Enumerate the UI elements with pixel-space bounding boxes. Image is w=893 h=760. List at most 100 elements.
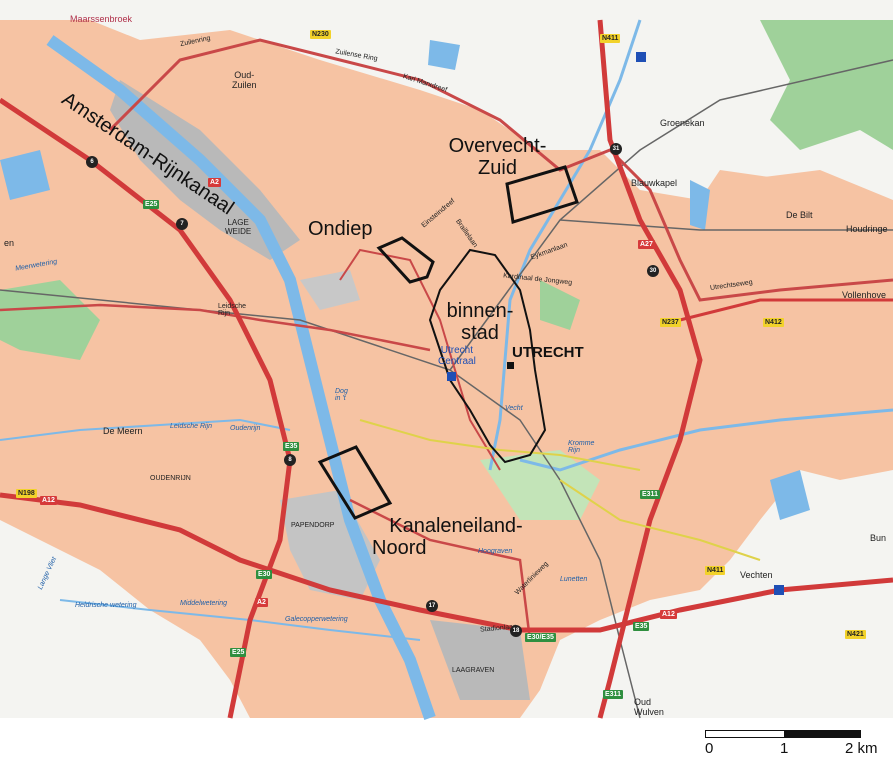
label-station: Utrecht Centraal bbox=[438, 345, 476, 367]
outline-kanaleneiland-noord bbox=[317, 445, 393, 520]
city-center-marker bbox=[507, 362, 514, 369]
inner-ring-west bbox=[339, 248, 501, 471]
green-area-c bbox=[540, 280, 580, 330]
shield-e25-south: E25 bbox=[230, 648, 247, 657]
station-icon bbox=[447, 372, 456, 381]
shield-e25: E25 bbox=[143, 200, 160, 209]
label-kanaleneiland-line1: Kanaleneiland- bbox=[389, 515, 523, 537]
green-area-w bbox=[0, 280, 100, 360]
shield-n421: N421 bbox=[845, 630, 866, 639]
scale-tick-0: 0 bbox=[705, 740, 714, 757]
exit-marker: 7 bbox=[176, 218, 188, 230]
label-groenekan: Groenekan bbox=[660, 118, 705, 128]
motorway-a2 bbox=[0, 97, 293, 719]
shield-a27: A27 bbox=[638, 240, 655, 249]
regional-road-1 bbox=[359, 419, 641, 471]
scale-bar-dark-segment bbox=[784, 731, 860, 737]
shield-n230: N230 bbox=[310, 30, 331, 39]
label-lage-weide: LAGE WEIDE bbox=[225, 218, 252, 236]
shield-n411-south: N411 bbox=[705, 566, 726, 575]
exit-marker: 30 bbox=[647, 265, 659, 277]
shield-a12-west: A12 bbox=[40, 496, 57, 505]
water-lake-nw bbox=[0, 150, 50, 200]
motorway-east bbox=[679, 298, 893, 322]
shield-n198: N198 bbox=[16, 489, 37, 498]
label-vollenhove: Vollenhove bbox=[842, 290, 887, 300]
outline-overvecht-zuid bbox=[505, 165, 579, 224]
exit-marker: 6 bbox=[86, 156, 98, 168]
label-blauwkapel: Blauwkapel bbox=[631, 178, 678, 188]
motorway-a27 bbox=[597, 19, 703, 719]
label-binnenstad-line1: binnen- bbox=[446, 300, 514, 322]
railway-2 bbox=[449, 59, 893, 371]
kromme-rijn bbox=[519, 408, 893, 472]
outline-binnenstad bbox=[428, 248, 547, 464]
label-kromme-rijn: Kromme Rijn bbox=[568, 440, 595, 454]
label-ondiep: Ondiep bbox=[308, 218, 373, 240]
water-lake-ne bbox=[690, 180, 710, 230]
motorway-a12 bbox=[0, 492, 893, 633]
railway-1 bbox=[0, 289, 641, 719]
shield-e311: E311 bbox=[640, 490, 660, 499]
label-maarssenbroek: Maarssenbroek bbox=[70, 14, 133, 24]
shield-e311-south: E311 bbox=[603, 690, 623, 699]
label-overvecht-zuid: Overvecht- Zuid bbox=[430, 135, 565, 179]
shield-n412: N412 bbox=[763, 318, 784, 327]
label-kanaleneiland-line2: Noord bbox=[372, 537, 427, 559]
label-vechten: Vechten bbox=[740, 570, 773, 580]
shield-n411: N411 bbox=[600, 34, 621, 43]
label-middelwetering: Middelwetering bbox=[180, 600, 228, 607]
exit-marker: 31 bbox=[610, 143, 622, 155]
label-laagraven: LAAGRAVEN bbox=[452, 667, 495, 674]
label-kanaleneiland-noord: Kanaleneiland- Noord bbox=[372, 515, 540, 559]
water-lake-east bbox=[770, 470, 810, 520]
label-city-utrecht: UTRECHT bbox=[512, 344, 584, 361]
green-area-ne bbox=[760, 20, 893, 150]
road-south bbox=[349, 498, 532, 641]
scale-tick-1: 1 bbox=[780, 740, 789, 757]
exit-marker: 17 bbox=[426, 600, 438, 612]
shield-a2: A2 bbox=[208, 178, 221, 187]
leidsche-rijn bbox=[0, 418, 291, 441]
shield-a12-east: A12 bbox=[660, 610, 677, 619]
label-station-line1: Utrecht bbox=[440, 345, 474, 356]
label-oud-zuilen: Oud- Zuilen bbox=[232, 70, 257, 90]
label-overvecht-line1: Overvecht- bbox=[448, 135, 547, 157]
label-binnenstad-line2: stad bbox=[461, 322, 499, 344]
label-de-meern: De Meern bbox=[103, 426, 143, 436]
label-dog-in-t: Dog in 't bbox=[335, 388, 348, 402]
label-houdringe: Houdringe bbox=[846, 224, 888, 234]
vecht-river bbox=[488, 19, 642, 471]
road-west bbox=[0, 303, 431, 352]
scale-tick-2: 2 km bbox=[845, 740, 878, 757]
exit-marker: 18 bbox=[510, 625, 522, 637]
water-lake-n bbox=[428, 40, 460, 70]
label-galecopperwetering: Galecopperwetering bbox=[285, 616, 348, 623]
label-bun: Bun bbox=[870, 533, 887, 543]
label-oud-wulven: Oud Wulven bbox=[634, 697, 664, 717]
shield-e35-east: E35 bbox=[633, 622, 650, 631]
shield-n237: N237 bbox=[660, 318, 681, 327]
label-station-line2: Centraal bbox=[438, 356, 476, 367]
industrial-laagraven bbox=[430, 620, 530, 700]
shield-e30: E30 bbox=[256, 570, 273, 579]
label-de-bilt: De Bilt bbox=[786, 210, 813, 220]
regional-road-2 bbox=[559, 479, 761, 561]
label-hoograven: Hoograven bbox=[478, 548, 513, 555]
industrial-central bbox=[300, 270, 360, 310]
label-oudenrijn: OUDENRIJN bbox=[150, 475, 191, 482]
label-binnenstad: binnen- stad bbox=[430, 300, 530, 344]
label-en: en bbox=[4, 238, 15, 248]
label-leidsche: Leidsche Rijn bbox=[218, 303, 247, 317]
label-oudenrijn-water: Oudenrijn bbox=[230, 425, 261, 432]
label-overvecht-line2: Zuid bbox=[478, 157, 517, 179]
shield-e35: E35 bbox=[283, 442, 300, 451]
outline-ondiep bbox=[376, 236, 435, 284]
label-heldrische: Heldrische wetering bbox=[75, 602, 137, 609]
shield-e30-e35: E30/E35 bbox=[525, 633, 556, 642]
parking-icon bbox=[636, 52, 646, 62]
label-papendorp: PAPENDORP bbox=[291, 522, 335, 529]
railway-3 bbox=[559, 219, 893, 231]
shield-a2-south: A2 bbox=[255, 598, 268, 607]
